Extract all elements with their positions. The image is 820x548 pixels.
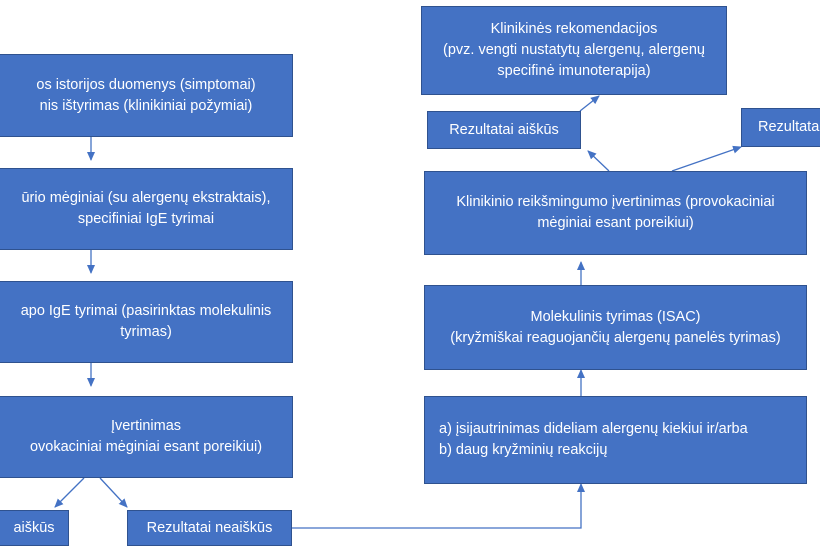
right-result-clear-box: Rezultatai aiškūs: [427, 111, 581, 149]
significance-assessment-line2: mėginiai esant poreikiui): [537, 215, 694, 231]
right-result-cut-label: Rezultata: [758, 119, 820, 135]
conditions-line1: a) įsijautrinimas dideliam alergenų kiek…: [439, 421, 748, 437]
arrow-assessment-to-clear: [587, 150, 610, 172]
skin-tests-box: ūrio mėginiai (su alergenų ekstraktais),…: [0, 168, 293, 250]
molecular-test-line2: (kryžmiškai reaguojančių alergenų panelė…: [450, 329, 781, 346]
left-result-clear-box: aiškūs: [0, 510, 69, 546]
history-box-line1: os istorijos duomenys (simptomai): [36, 76, 256, 93]
significance-assessment-line1: Klinikinio reikšmingumo įvertinimas (pro…: [456, 194, 775, 210]
recommendations-box: Klinikinės rekomendacijos (pvz. vengti n…: [421, 6, 727, 95]
left-result-unclear-label: Rezultatai neaiškūs: [146, 519, 273, 536]
recommendations-box-line2: (pvz. vengti nustatytų alergenų, alergen…: [443, 42, 705, 58]
left-result-clear-label: aiškūs: [13, 519, 55, 536]
skin-tests-box-line2: specifiniai IgE tyrimai: [77, 211, 215, 227]
arrow-assessment-to-right: [671, 145, 742, 172]
component-ige-box-line1: apo IgE tyrimai (pasirinktas molekulinis: [20, 303, 272, 319]
arrow-box4-to-unclear: [99, 477, 128, 508]
recommendations-box-line3: specifinė imunoterapija): [497, 63, 651, 79]
significance-assessment-box: Klinikinio reikšmingumo įvertinimas (pro…: [424, 171, 807, 255]
history-box-line2: nis ištyrimas (klinikiniai požymiai): [39, 97, 253, 114]
right-result-cut-box: Rezultata: [741, 108, 820, 147]
molecular-test-box: Molekulinis tyrimas (ISAC) (kryžmiškai r…: [424, 285, 807, 370]
right-result-clear-label: Rezultatai aiškūs: [449, 121, 559, 138]
component-ige-box: apo IgE tyrimai (pasirinktas molekulinis…: [0, 281, 293, 363]
recommendations-box-line1: Klinikinės rekomendacijos: [490, 21, 658, 37]
evaluation-box-line2: ovokaciniai mėginiai esant poreikiui): [29, 439, 263, 455]
history-box: os istorijos duomenys (simptomai) nis iš…: [0, 54, 293, 137]
conditions-line2: b) daug kryžminių reakcijų: [439, 442, 608, 458]
arrow-clear-to-recommendations: [579, 95, 600, 112]
molecular-test-line1: Molekulinis tyrimas (ISAC): [530, 308, 701, 325]
conditions-box: a) įsijautrinimas dideliam alergenų kiek…: [424, 396, 807, 484]
skin-tests-box-line1: ūrio mėginiai (su alergenų ekstraktais),: [21, 190, 271, 206]
left-result-unclear-box: Rezultatai neaiškūs: [127, 510, 292, 546]
evaluation-box: Įvertinimas ovokaciniai mėginiai esant p…: [0, 396, 293, 478]
evaluation-box-line1: Įvertinimas: [110, 418, 182, 434]
connector-unclear-to-conditions: [292, 483, 585, 529]
arrow-box4-to-clear: [54, 477, 85, 508]
component-ige-box-line2: tyrimas): [120, 324, 172, 340]
